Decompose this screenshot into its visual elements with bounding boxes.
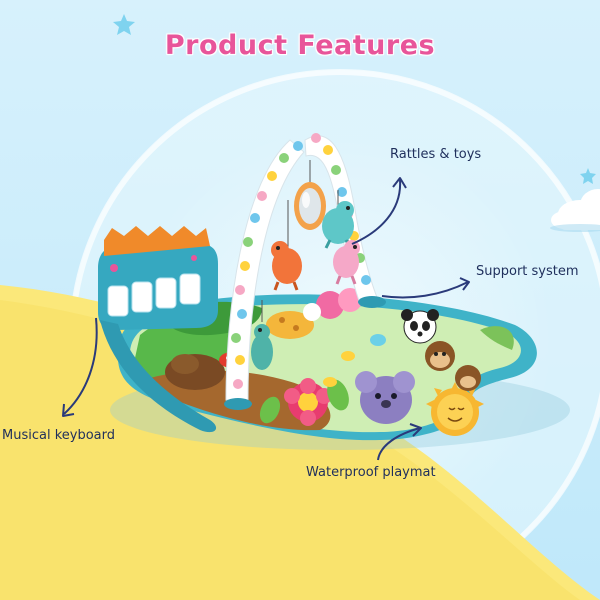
cloud-icon xyxy=(550,189,600,232)
arrow-support xyxy=(381,277,470,299)
arrow-playmat xyxy=(377,423,422,461)
feature-label-keyboard: Musical keyboard xyxy=(2,428,115,443)
star-icon xyxy=(580,168,596,184)
piano-keys xyxy=(107,273,201,317)
feature-label-support: Support system xyxy=(476,264,579,279)
feature-label-rattles: Rattles & toys xyxy=(390,147,482,162)
arrow-keyboard xyxy=(62,317,98,417)
arrow-rattles xyxy=(351,177,407,245)
page-title: Product Features xyxy=(164,30,436,61)
feature-label-playmat: Waterproof playmat xyxy=(306,465,436,480)
orange-rattle xyxy=(271,241,302,291)
mirror-toy xyxy=(294,182,326,230)
green-rattle xyxy=(251,324,273,370)
play-gym-image xyxy=(98,133,570,450)
star-icon xyxy=(113,14,135,35)
pink-rattle xyxy=(333,240,360,285)
arch xyxy=(225,139,305,401)
dino-rattle xyxy=(322,201,354,249)
